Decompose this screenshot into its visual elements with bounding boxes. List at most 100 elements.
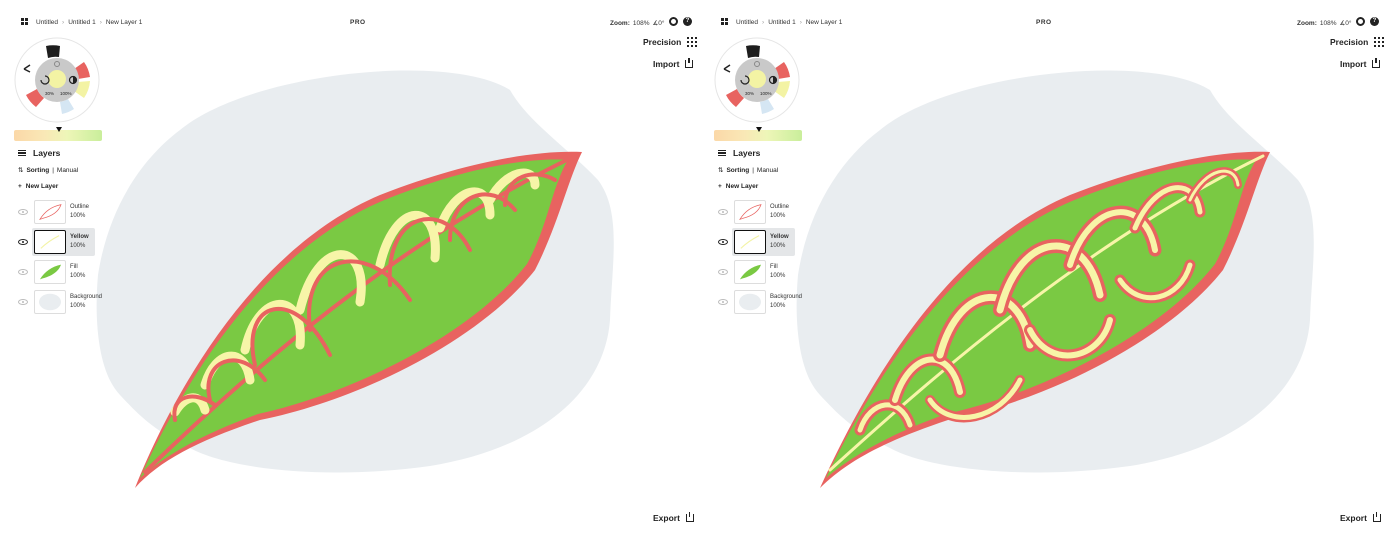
layers-header[interactable]: Layers	[18, 146, 118, 160]
import-button[interactable]: Import	[1340, 58, 1381, 69]
drawing-canvas[interactable]	[0, 0, 700, 542]
layer-card[interactable]: Yellow 100%	[32, 228, 95, 256]
pro-badge: PRO	[1036, 19, 1052, 26]
current-color-swatch[interactable]	[48, 70, 66, 88]
layer-row-outline[interactable]: Outline 100%	[718, 197, 818, 227]
brush-slot-pink[interactable]	[726, 89, 744, 107]
layers-header[interactable]: Layers	[718, 146, 818, 160]
sort-arrows-icon: ⇅	[18, 167, 24, 174]
help-icon[interactable]: ?	[1370, 17, 1379, 26]
layer-name: Outline	[770, 204, 790, 210]
breadcrumb-separator-icon: ›	[799, 19, 802, 26]
brush-opacity: 30%	[45, 91, 54, 96]
visibility-eye-icon[interactable]	[18, 269, 28, 275]
breadcrumb-separator-icon: ›	[99, 19, 102, 26]
breadcrumb-item[interactable]: New Layer 1	[805, 19, 843, 26]
visibility-eye-icon[interactable]	[18, 239, 28, 245]
sorting-control[interactable]: ⇅ Sorting | Manual	[18, 166, 118, 175]
help-icon[interactable]: ?	[683, 17, 692, 26]
brush-slot-black[interactable]	[46, 45, 60, 58]
breadcrumb-item[interactable]: Untitled 1	[68, 19, 96, 26]
layer-opacity: 100%	[770, 213, 786, 219]
visibility-eye-icon[interactable]	[718, 239, 728, 245]
breadcrumb-separator-icon: ›	[762, 19, 765, 26]
layer-row-yellow[interactable]: Yellow 100%	[18, 227, 118, 257]
visibility-eye-icon[interactable]	[718, 299, 728, 305]
color-gradient-bar[interactable]	[714, 127, 802, 141]
new-layer-label: New Layer	[725, 183, 759, 190]
current-color-swatch[interactable]	[748, 70, 766, 88]
rotation-value: ∡0°	[652, 20, 665, 27]
eyedropper-icon[interactable]	[740, 75, 750, 85]
layer-name: Outline	[70, 204, 90, 210]
pro-badge: PRO	[350, 19, 366, 26]
zoom-label: Zoom:	[1297, 19, 1317, 27]
visibility-eye-icon[interactable]	[18, 209, 28, 215]
layer-thumbnail-outline	[34, 200, 66, 224]
breadcrumb-item[interactable]: New Layer 1	[105, 19, 143, 26]
layer-thumbnail-background	[34, 290, 66, 314]
undo-icon[interactable]	[723, 64, 731, 73]
top-bar: Untitled › Untitled 1 › New Layer 1 PRO …	[0, 0, 700, 30]
export-button[interactable]: Export	[1340, 512, 1381, 523]
eyedropper-icon[interactable]	[40, 75, 50, 85]
sorting-separator: |	[752, 166, 754, 174]
new-layer-button[interactable]: + New Layer	[18, 183, 118, 190]
color-gradient-bar[interactable]	[14, 127, 102, 141]
zoom-label: Zoom:	[610, 19, 630, 27]
undo-icon[interactable]	[23, 64, 31, 73]
import-icon	[685, 58, 694, 68]
brush-slot-blue[interactable]	[60, 99, 74, 114]
layers-title: Layers	[33, 148, 61, 158]
sorting-control[interactable]: ⇅ Sorting | Manual	[718, 166, 818, 175]
apps-grid-icon[interactable]	[21, 18, 28, 25]
brush-slot-black[interactable]	[746, 45, 760, 58]
layer-card[interactable]: Outline 100%	[732, 198, 795, 226]
visibility-eye-icon[interactable]	[718, 209, 728, 215]
brush-wheel[interactable]: 30% 100%	[714, 37, 800, 123]
breadcrumb-item[interactable]: Untitled	[736, 19, 759, 26]
zoom-value: 108%	[632, 19, 650, 27]
layer-opacity: 100%	[70, 243, 86, 249]
import-button[interactable]: Import	[653, 58, 694, 69]
menu-icon	[718, 149, 726, 157]
export-icon	[1372, 512, 1381, 522]
visibility-eye-icon[interactable]	[18, 299, 28, 305]
apps-grid-icon[interactable]	[721, 18, 728, 25]
export-button[interactable]: Export	[653, 512, 694, 523]
sort-arrows-icon: ⇅	[718, 167, 724, 174]
layer-name: Yellow	[70, 234, 89, 240]
precision-label: Precision	[1330, 37, 1369, 47]
gradient-marker-icon[interactable]	[56, 127, 62, 132]
gradient-marker-icon[interactable]	[756, 127, 762, 132]
brush-wheel[interactable]: 30% 100%	[14, 37, 100, 123]
precision-button[interactable]: Precision	[643, 37, 698, 47]
visibility-eye-icon[interactable]	[718, 269, 728, 275]
breadcrumb-item[interactable]: Untitled	[36, 19, 59, 26]
brush-slot-pink[interactable]	[26, 89, 44, 107]
new-layer-button[interactable]: + New Layer	[718, 183, 818, 190]
settings-gear-icon[interactable]	[669, 17, 678, 26]
drawing-canvas[interactable]	[700, 0, 1400, 542]
zoom-indicator[interactable]: Zoom: 108% ∡0°	[1297, 19, 1352, 28]
settings-gear-icon[interactable]	[1356, 17, 1365, 26]
layer-name: Fill	[70, 264, 78, 270]
leaf-veins	[170, 168, 557, 422]
brush-slot-blue[interactable]	[760, 99, 774, 114]
breadcrumb-item[interactable]: Untitled 1	[768, 19, 796, 26]
zoom-indicator[interactable]: Zoom: 108% ∡0°	[610, 19, 665, 28]
top-bar: Untitled › Untitled 1 › New Layer 1 PRO …	[700, 0, 1400, 30]
precision-button[interactable]: Precision	[1330, 37, 1385, 47]
